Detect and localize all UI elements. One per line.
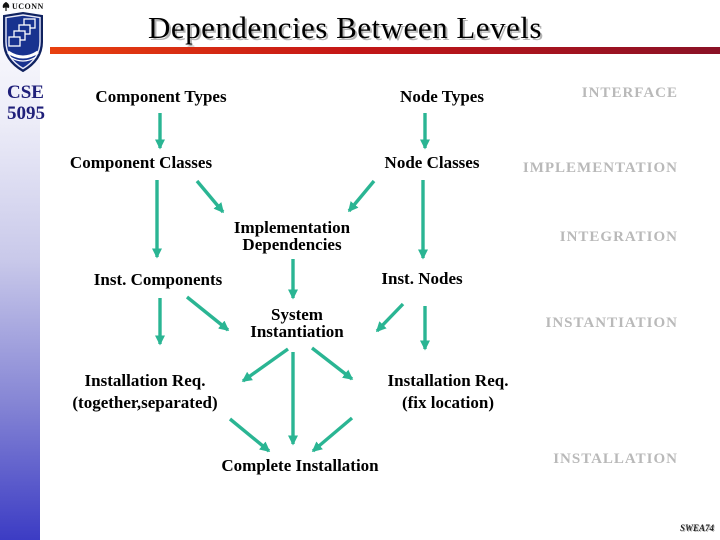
arrow-component-classes-to-implementation-dependencies (195, 179, 225, 214)
course-code-line2: 5095 (7, 103, 45, 124)
implementation-dependencies-line2: Dependencies (242, 235, 342, 254)
installation-req-left-line1: Installation Req. (84, 371, 206, 390)
level-label-implementation: IMPLEMENTATION (522, 160, 678, 176)
course-code-line1: CSE (7, 82, 44, 103)
arrow-inst-nodes-to-system-instantiation (375, 302, 405, 333)
sidebar-gradient (0, 0, 40, 540)
slide-footer-tag: SWEA74 (679, 523, 714, 533)
arrow-system-instantiation-to-installation-req-right (310, 346, 354, 381)
system-instantiation-line2: Instantiation (250, 322, 344, 341)
node-component-classes: Component Classes (69, 153, 213, 172)
slide-title: Dependencies Between Levels (148, 10, 542, 45)
cascading-monitors-glyph (8, 18, 36, 47)
shield-banner (7, 50, 39, 59)
node-inst-components: Inst. Components (93, 270, 223, 289)
arrow-system-instantiation-to-installation-req-left (241, 347, 289, 383)
node-implementation-dependencies: Implementation Dependencies (234, 219, 350, 253)
node-inst-nodes: Inst. Nodes (381, 269, 463, 288)
level-label-instantiation: INSTANTIATION (545, 315, 678, 331)
node-installation-req-left: Installation Req. (together,separated) (72, 370, 217, 414)
uconn-wordmark: UCONN (2, 1, 46, 11)
title-accent-bar (50, 47, 720, 54)
uconn-leaf-icon (2, 1, 10, 11)
installation-req-right-line2: (fix location) (401, 393, 495, 412)
arrow-installation-req-left-to-complete-installation (228, 417, 271, 453)
level-label-installation: INSTALLATION (553, 451, 678, 467)
arrow-installation-req-right-to-complete-installation (311, 416, 354, 453)
node-component-types: Component Types (95, 87, 227, 106)
node-complete-installation: Complete Installation (221, 456, 379, 475)
node-node-classes: Node Classes (384, 153, 480, 172)
node-system-instantiation: System Instantiation (250, 306, 344, 340)
installation-req-right-line1: Installation Req. (387, 371, 509, 390)
node-node-types: Node Types (400, 87, 484, 106)
installation-req-left-line2: (together,separated) (72, 393, 218, 412)
course-code: CSE 5095 (7, 82, 47, 124)
uconn-shield-logo (2, 11, 44, 73)
shield-banner-lower (9, 56, 37, 62)
level-label-interface: INTERFACE (581, 85, 678, 101)
shield-icon (3, 11, 43, 73)
implementation-dependencies-line1: Implementation (233, 218, 351, 237)
arrow-node-classes-to-implementation-dependencies (347, 179, 376, 213)
node-installation-req-right: Installation Req. (fix location) (388, 370, 509, 414)
uconn-wordmark-text: UCONN (12, 1, 44, 11)
level-label-integration: INTEGRATION (559, 229, 678, 245)
arrow-inst-components-to-system-instantiation (185, 295, 230, 332)
system-instantiation-line1: System (271, 305, 323, 324)
